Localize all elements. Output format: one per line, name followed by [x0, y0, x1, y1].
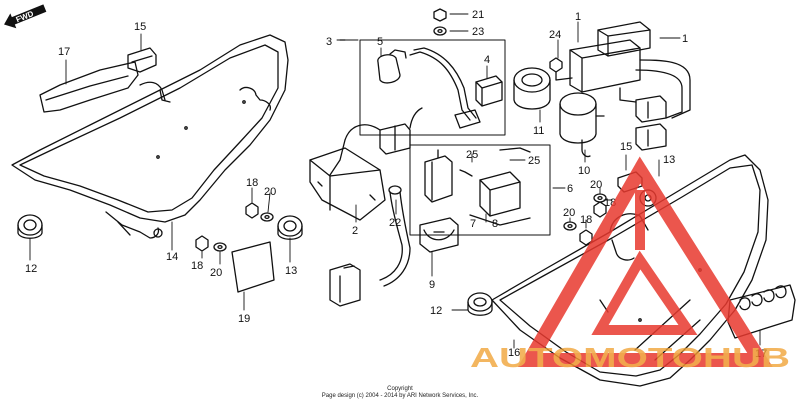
callout-2: 2 [352, 225, 358, 237]
callout-20-right-lower: 20 [563, 207, 575, 219]
callout-20-upper-left: 20 [264, 186, 276, 198]
regulator-rectifier-1 [569, 21, 691, 119]
nut-21 [433, 8, 447, 22]
callout-25-right: 25 [528, 155, 540, 167]
callout-19: 19 [238, 313, 250, 325]
callout-13-right: 13 [663, 154, 675, 166]
callout-numbers: 21 23 15 17 3 5 4 1 24 1 11 10 25 25 6 7… [25, 9, 767, 360]
callout-16: 16 [508, 347, 520, 359]
left-side-cover-14 [11, 34, 289, 239]
copyright-notice: Page design (c) 2004 - 2014 by ARI Netwo… [321, 393, 479, 399]
copyright-heading: Copyright [387, 386, 413, 392]
fwd-label: FWD [15, 9, 35, 24]
callout-20-lower-left: 20 [210, 267, 222, 279]
nut-18-right-upper [593, 201, 607, 218]
hose-22 [379, 185, 411, 287]
callout-22: 22 [389, 217, 401, 229]
side-cover-emblem-17-left [39, 61, 139, 113]
connector-2-bottom [329, 263, 361, 307]
washer-20-right-lower [563, 221, 577, 231]
callout-5: 5 [377, 36, 383, 48]
callout-18-right-lower: 18 [580, 214, 592, 226]
callout-8: 8 [492, 218, 498, 230]
callout-12-left: 12 [25, 263, 37, 275]
callout-20-right-upper: 20 [590, 179, 602, 191]
condenser-10 [559, 92, 605, 158]
callout-11: 11 [533, 125, 544, 137]
callout-24: 24 [549, 29, 561, 41]
leader-lines [29, 13, 761, 349]
callout-18-lower-left: 18 [191, 260, 203, 272]
callout-21: 21 [472, 9, 484, 21]
connector-9 [419, 217, 459, 253]
caution-label-19 [231, 241, 275, 293]
fastener-18-lower-left [195, 235, 209, 252]
bolt-24 [549, 57, 573, 81]
grommet-12-left [17, 214, 43, 239]
callout-4: 4 [484, 54, 490, 66]
callout-3: 3 [326, 36, 332, 48]
relay-bracket-3 [339, 39, 506, 136]
automotohub-watermark: AUTOMOTOHUB [470, 156, 790, 373]
callout-15-right: 15 [620, 141, 632, 153]
callout-12-right: 12 [430, 305, 442, 317]
grommet-15-top [127, 47, 157, 73]
callout-6: 6 [567, 183, 573, 195]
fastener-20-upper-left [260, 212, 274, 222]
callout-1-top: 1 [575, 11, 581, 23]
washer-23 [433, 26, 447, 36]
callout-15-top: 15 [134, 21, 146, 33]
grommet-12-right [467, 292, 493, 316]
fastener-18-upper-left [245, 202, 259, 219]
connector-block-1 [635, 95, 667, 151]
callout-18-upper-left: 18 [246, 177, 258, 189]
callout-23: 23 [472, 26, 484, 38]
callout-1-right: 1 [682, 33, 688, 45]
relay-4 [475, 75, 503, 107]
callout-7: 7 [470, 218, 476, 230]
cdi-unit-2 [309, 147, 386, 221]
callout-17-left: 17 [58, 46, 70, 58]
callout-13-left: 13 [285, 265, 297, 277]
starter-relay-assembly-6 [409, 144, 551, 236]
connector-2-top [329, 107, 423, 176]
grommet-13-left [277, 215, 303, 240]
watermark-text: AUTOMOTOHUB [470, 342, 790, 373]
forward-arrow-icon: FWD [4, 4, 47, 29]
component-11 [513, 67, 551, 110]
callout-10: 10 [578, 165, 590, 177]
callout-25-left: 25 [466, 149, 478, 161]
callout-14: 14 [166, 251, 178, 263]
fastener-20-lower-left [213, 242, 227, 252]
callout-9: 9 [429, 279, 435, 291]
